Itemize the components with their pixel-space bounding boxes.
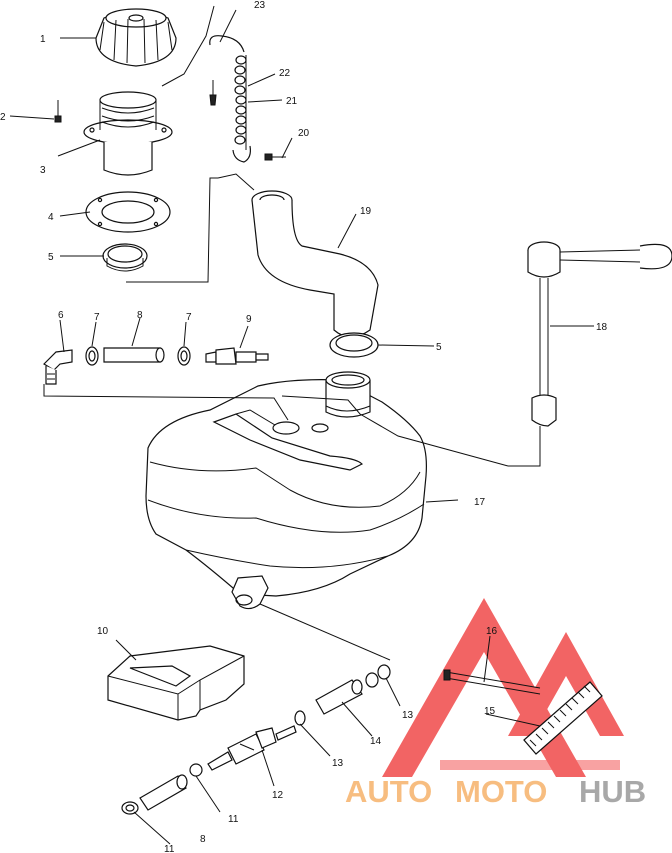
part-18-fuel-gauge — [508, 241, 672, 467]
callout-15: 15 — [484, 706, 496, 717]
part-8-fuel-hose-upper — [103, 347, 165, 363]
part-13-hose-clamp-middle — [294, 710, 306, 726]
part-9-fuel-valve — [205, 347, 269, 365]
callout-3: 3 — [40, 165, 46, 176]
callout-19: 19 — [360, 206, 372, 217]
callout-8-lower: 8 — [200, 834, 206, 845]
part-7-hose-clamp-right — [177, 346, 191, 366]
part-6-elbow-fitting — [43, 349, 73, 385]
watermark-hub: HUB — [579, 774, 646, 809]
callout-5-lower: 5 — [436, 342, 442, 353]
part-8-fuel-hose-lower — [139, 774, 188, 811]
part-20-screw — [264, 153, 286, 161]
part-3-filler-neck — [83, 91, 173, 176]
callout-13-upper: 13 — [402, 710, 414, 721]
callout-18: 18 — [596, 322, 608, 333]
watermark-moto: MOTO — [455, 774, 547, 809]
callout-11-upper: 11 — [228, 814, 239, 825]
part-23-22-21-tether-chain — [209, 35, 251, 163]
callout-13-lower: 13 — [332, 758, 344, 769]
part-2-screw — [54, 100, 62, 123]
callout-8-upper: 8 — [137, 310, 143, 321]
callout-21: 21 — [286, 96, 298, 107]
callout-4: 4 — [48, 212, 54, 223]
callout-20: 20 — [298, 128, 310, 139]
part-4-gasket — [85, 191, 171, 233]
callout-23: 23 — [254, 0, 266, 11]
callout-1: 1 — [40, 34, 46, 45]
callout-5-upper: 5 — [48, 252, 54, 263]
callout-17: 17 — [474, 497, 486, 508]
callout-11-lower: 11 — [164, 844, 175, 853]
callout-16: 16 — [486, 626, 498, 637]
callout-7-right: 7 — [186, 312, 192, 323]
leader-lines — [9, 5, 594, 845]
part-5-clamp-ring-lower — [329, 332, 379, 358]
part-19-filler-hose — [251, 190, 379, 338]
callout-12: 12 — [272, 790, 284, 801]
part-12-fuel-filter — [207, 725, 297, 771]
part-1-filler-cap — [95, 8, 177, 67]
watermark-auto: AUTO — [345, 774, 432, 809]
callout-6: 6 — [58, 310, 64, 321]
part-10-mounting-bracket — [107, 645, 245, 721]
callout-9: 9 — [246, 314, 252, 325]
part-13-hose-clamp-upper — [365, 664, 391, 688]
part-15-spring — [523, 681, 603, 755]
part-14-fuel-hose-middle — [315, 679, 363, 715]
callout-22: 22 — [279, 68, 291, 79]
part-7-hose-clamp-left — [85, 346, 99, 366]
part-5-clamp-ring-upper — [102, 243, 148, 272]
part-17-fuel-tank — [145, 371, 427, 610]
callout-10: 10 — [97, 626, 109, 637]
callout-labels: 1 2 3 4 5 5 6 7 7 8 8 9 10 11 11 12 13 1… — [0, 0, 608, 853]
callout-7-left: 7 — [94, 312, 100, 323]
callout-14: 14 — [370, 736, 382, 747]
part-11-hose-clamp-lower-left — [121, 801, 139, 815]
part-11-hose-clamp-lower-right — [189, 763, 203, 777]
callout-2: 2 — [0, 112, 6, 123]
part-16-rod — [443, 669, 541, 695]
